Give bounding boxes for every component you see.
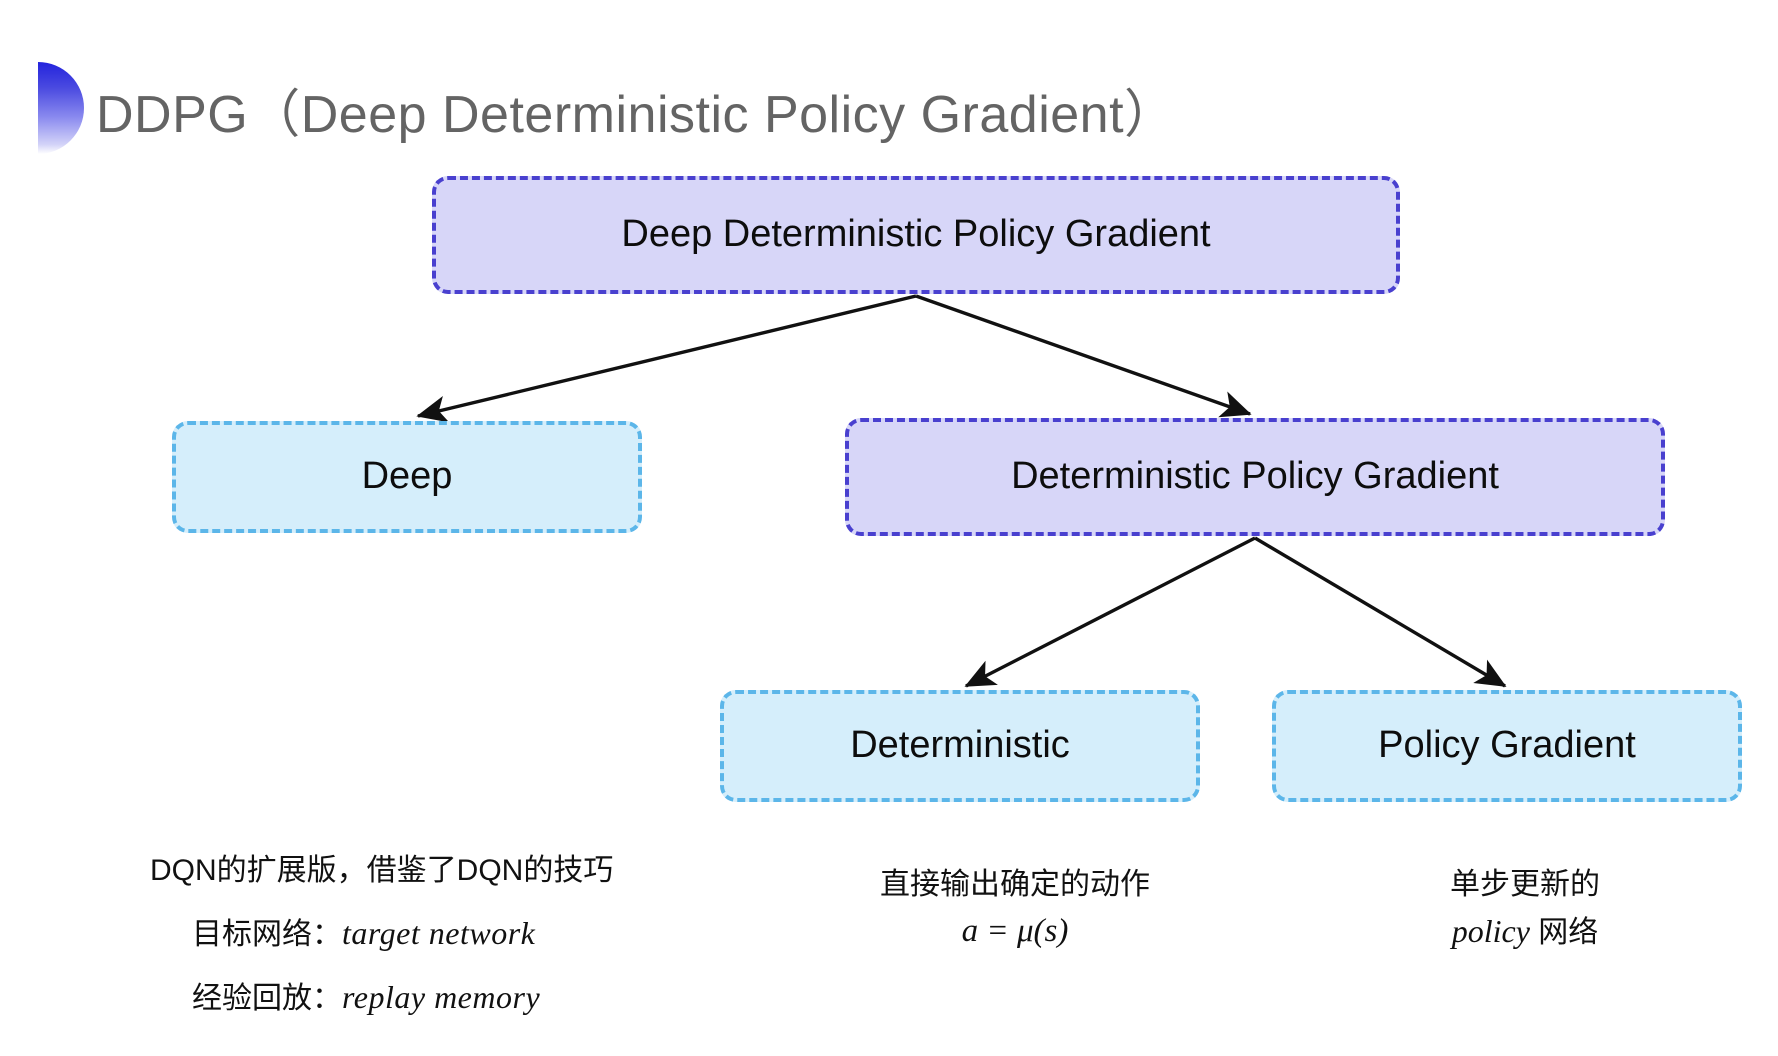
edge-dpg-to-deterministic <box>964 536 1256 688</box>
annotation-right-line-2: policy 网络 <box>1385 908 1665 956</box>
annotation-policy-gradient: 单步更新的 policy 网络 <box>1385 862 1665 956</box>
annotation-right-line-2-term: policy <box>1451 913 1530 949</box>
annotation-left-line-2-label: 目标网络： <box>192 918 342 951</box>
annotation-right-line-1: 单步更新的 <box>1450 868 1600 901</box>
node-policy-gradient[interactable]: Policy Gradient <box>1272 690 1742 802</box>
annotation-middle-formula: a = μ(s) <box>961 913 1069 949</box>
annotation-left-line-3-term: replay memory <box>342 979 541 1015</box>
node-label: Deterministic <box>850 724 1070 767</box>
annotation-deep: DQN的扩展版，借鉴了DQN的技巧 目标网络：target network 经验… <box>150 840 613 1030</box>
node-label: Policy Gradient <box>1378 724 1636 767</box>
node-deep-deterministic-policy-gradient[interactable]: Deep Deterministic Policy Gradient <box>432 176 1400 294</box>
page-title: DDPG（Deep Deterministic Policy Gradient） <box>96 86 1177 144</box>
annotation-left-line-2-term: target network <box>342 915 536 951</box>
node-deterministic[interactable]: Deterministic <box>720 690 1200 802</box>
annotation-left-line-2: 目标网络：target network <box>192 902 613 966</box>
annotation-left-line-3: 经验回放：replay memory <box>192 966 613 1030</box>
annotation-left-line-3-label: 经验回放： <box>192 982 342 1015</box>
half-circle-bullet-icon <box>38 62 84 154</box>
node-label: Deep <box>361 455 453 498</box>
node-deterministic-policy-gradient[interactable]: Deterministic Policy Gradient <box>845 418 1665 536</box>
annotation-deterministic: 直接输出确定的动作 a = μ(s) <box>855 862 1175 954</box>
edge-root-to-dpg <box>915 294 1252 418</box>
edge-root-to-deep <box>416 294 917 423</box>
annotation-middle-line-1: 直接输出确定的动作 <box>880 868 1150 901</box>
annotation-right-line-2-suffix: 网络 <box>1529 916 1599 949</box>
node-label: Deterministic Policy Gradient <box>1011 455 1499 498</box>
edge-dpg-to-policy-gradient <box>1254 536 1507 688</box>
annotation-left-line-1: DQN的扩展版，借鉴了DQN的技巧 <box>150 854 614 887</box>
node-deep[interactable]: Deep <box>172 421 642 533</box>
node-label: Deep Deterministic Policy Gradient <box>621 213 1211 256</box>
